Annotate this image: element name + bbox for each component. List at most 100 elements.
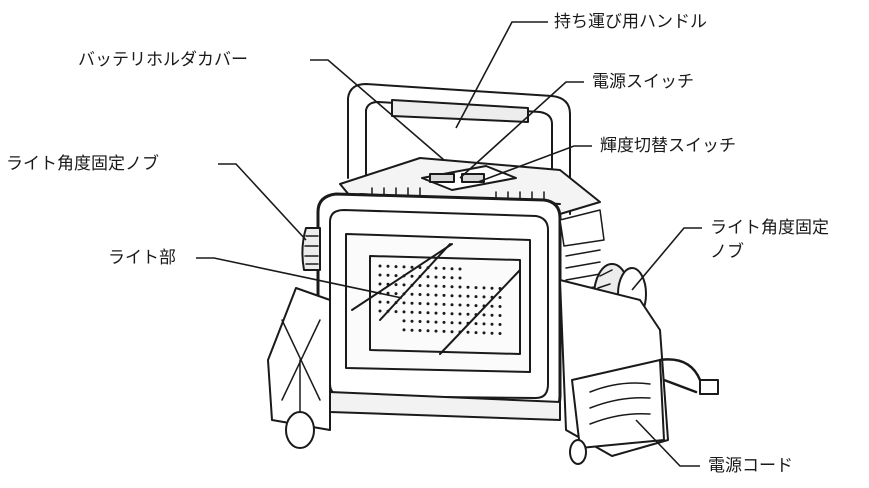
led-dot	[442, 266, 446, 270]
led-dot	[490, 304, 494, 308]
led-dot	[498, 323, 502, 326]
led-dot	[410, 274, 414, 278]
leader-light-unit	[196, 257, 403, 299]
led-dot	[442, 302, 446, 306]
led-dot	[490, 313, 494, 317]
led-dot	[418, 284, 422, 287]
led-dot	[482, 304, 486, 308]
led-dot	[426, 329, 430, 333]
led-dot	[378, 273, 382, 277]
led-dot	[490, 331, 494, 335]
leader-power-switch	[459, 81, 584, 179]
led-dot	[434, 284, 438, 288]
led-dot	[410, 265, 414, 269]
led-dot	[410, 301, 414, 305]
led-dot	[426, 320, 430, 324]
led-dot	[458, 312, 462, 316]
led-dot	[450, 330, 454, 334]
led-dot	[426, 302, 430, 306]
leader-handle	[455, 21, 548, 129]
led-dot	[402, 274, 406, 278]
carry-handle	[347, 83, 571, 215]
led-dot	[474, 304, 478, 308]
led-dot	[474, 313, 478, 317]
led-dot	[474, 322, 478, 326]
led-dot	[434, 293, 438, 297]
label-light-unit: ライト部	[108, 248, 176, 268]
stand-left	[267, 287, 331, 449]
led-dot	[394, 274, 398, 278]
led-dot	[402, 283, 406, 287]
led-dot	[418, 329, 422, 332]
led-dot	[402, 301, 406, 305]
led-dot	[466, 294, 470, 298]
led-dot	[410, 328, 414, 332]
led-dot	[402, 328, 406, 332]
led-dot	[458, 321, 462, 325]
led-dot	[426, 311, 430, 315]
led-dot	[482, 295, 486, 299]
led-dot	[442, 275, 446, 279]
led-dot	[378, 300, 382, 304]
led-dot	[378, 282, 382, 286]
led-dot	[386, 300, 390, 304]
led-dot	[450, 312, 454, 316]
led-dot	[426, 293, 430, 297]
led-dot	[434, 266, 438, 270]
led-dot	[418, 293, 422, 296]
led-dot	[402, 319, 406, 323]
led-dot	[418, 302, 422, 305]
leader-knob-right	[631, 227, 702, 291]
led-dot	[386, 309, 390, 313]
led-dot-grid	[378, 264, 502, 335]
led-dot	[426, 275, 430, 279]
label-battery-cover: バッテリホルダカバー	[78, 50, 248, 70]
led-dot	[498, 305, 502, 308]
led-dot	[394, 292, 398, 296]
leader-knob-left	[218, 163, 307, 241]
led-dot	[442, 311, 446, 315]
led-dot	[434, 329, 438, 333]
led-dot	[458, 285, 462, 289]
led-dot	[410, 319, 414, 323]
led-dot	[466, 321, 470, 325]
led-dot	[378, 309, 382, 313]
power-cord	[658, 358, 719, 395]
led-dot	[458, 276, 462, 280]
led-dot	[410, 310, 414, 314]
led-dot	[490, 295, 494, 299]
led-dot	[442, 284, 446, 288]
led-dot	[410, 283, 414, 287]
leader-battery-cover	[310, 59, 445, 161]
crossbar	[329, 391, 561, 421]
led-dot	[450, 303, 454, 307]
label-power-switch: 電源スイッチ	[592, 72, 694, 92]
led-dot	[442, 329, 446, 333]
label-brightness-switch: 輝度切替スイッチ	[600, 136, 736, 156]
led-dot	[466, 303, 470, 307]
led-dot	[394, 283, 398, 287]
led-dot	[426, 284, 430, 288]
led-dot	[418, 320, 422, 323]
leader-brightness-switch	[477, 145, 592, 183]
led-dot	[434, 302, 438, 306]
label-power-cord: 電源コード	[708, 456, 793, 476]
led-dot	[434, 320, 438, 324]
led-dot	[402, 265, 406, 269]
side-fins	[559, 209, 605, 341]
led-dot	[418, 311, 422, 314]
led-dot	[458, 294, 462, 298]
led-dot	[394, 310, 398, 314]
led-dot	[490, 322, 494, 326]
led-dot	[378, 264, 382, 268]
led-dot	[498, 287, 502, 290]
led-dot	[466, 330, 470, 334]
label-handle: 持ち運び用ハンドル	[554, 12, 707, 32]
led-dot	[402, 310, 406, 314]
label-knob-right-1: ライト角度固定	[710, 218, 829, 238]
led-dot	[450, 276, 454, 280]
led-dot	[402, 292, 406, 296]
light-panel	[345, 233, 531, 373]
led-dot	[482, 331, 486, 335]
